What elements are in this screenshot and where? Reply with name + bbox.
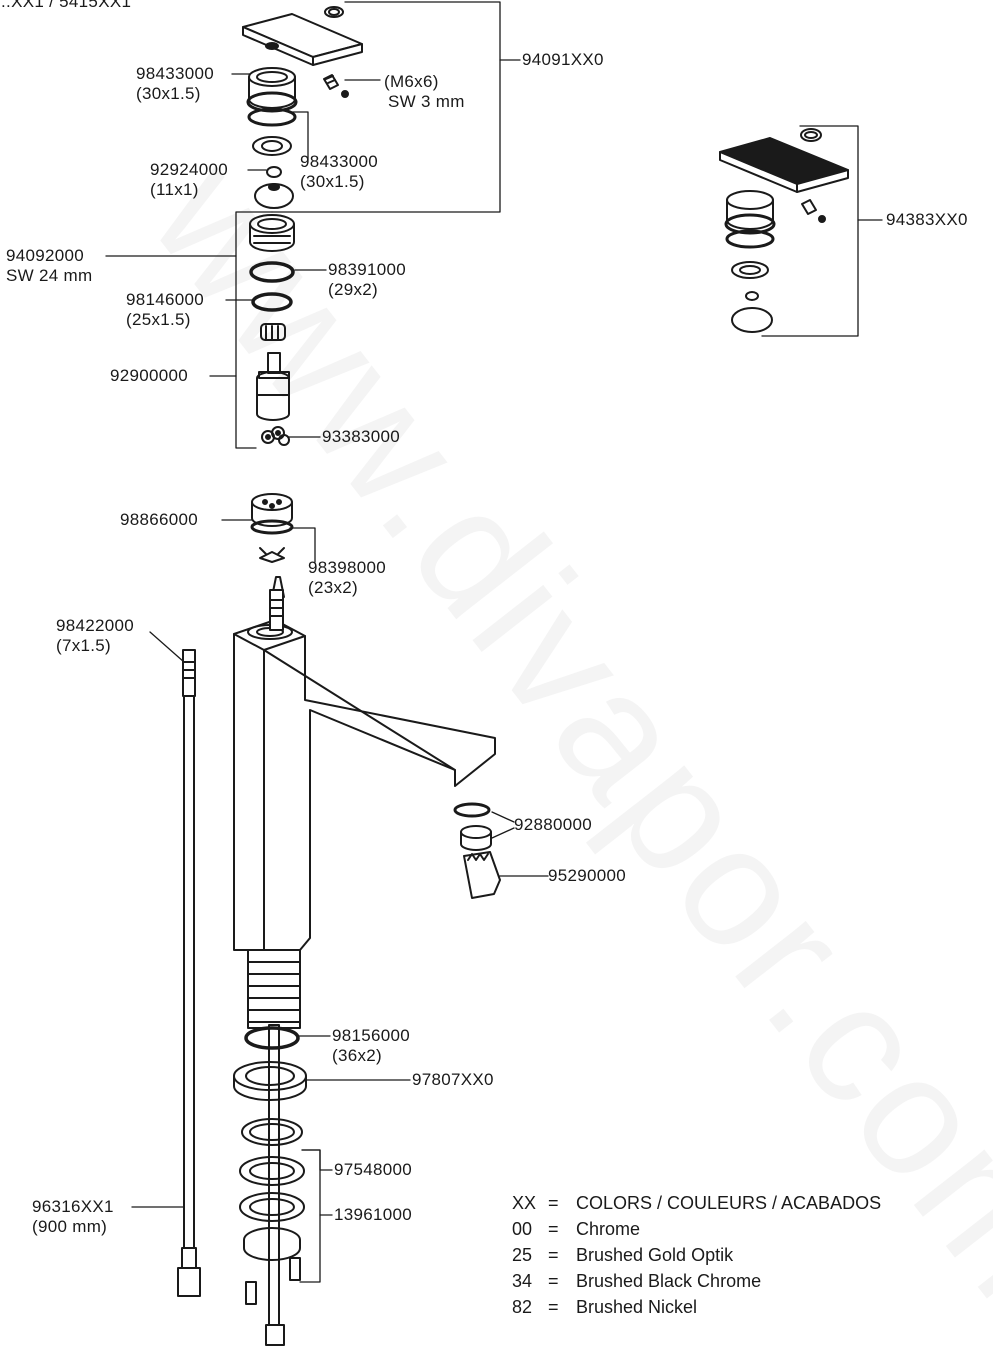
legend-row: 34 = Brushed Black Chrome	[512, 1268, 881, 1294]
leader-lines	[105, 1, 883, 1283]
label-98433-a: 98433000 (30x1.5)	[136, 64, 214, 104]
legend-text: Brushed Nickel	[576, 1297, 698, 1317]
label-98866: 98866000	[120, 510, 199, 529]
label-93383: 93383000	[322, 427, 401, 446]
part-spec: (30x1.5)	[136, 84, 201, 103]
label-98156: 98156000 (36x2)	[332, 1026, 410, 1066]
label-94383: 94383XX0	[886, 210, 968, 229]
legend-row: XX = COLORS / COULEURS / ACABADOS	[512, 1190, 881, 1216]
set-screw	[323, 74, 349, 98]
part-code: 98146000	[126, 290, 205, 309]
alt-handle-kit	[719, 128, 849, 333]
legend-eq: =	[548, 1193, 559, 1213]
legend-code: 00	[512, 1219, 533, 1239]
label-92880: 92880000	[514, 815, 593, 834]
color-legend: XX = COLORS / COULEURS / ACABADOS 00 = C…	[512, 1190, 881, 1320]
legend-row: 25 = Brushed Gold Optik	[512, 1242, 881, 1268]
supply-hose	[177, 649, 201, 1297]
legend-text: Brushed Black Chrome	[576, 1271, 762, 1291]
part-code: 98433000	[300, 152, 379, 171]
part-spec: (11x1)	[150, 180, 199, 199]
legend-code: 82	[512, 1297, 533, 1317]
label-97807: 97807XX0	[412, 1070, 494, 1089]
diverter-base	[250, 493, 294, 598]
label-96316: 96316XX1 (900 mm)	[32, 1197, 114, 1237]
label-95290: 95290000	[548, 866, 627, 885]
cartridge-nut	[249, 214, 295, 312]
label-98391: 98391000 (29x2)	[328, 260, 406, 300]
part-code: 96316XX1	[32, 1197, 114, 1216]
legend-code: 34	[512, 1271, 533, 1291]
part-code: 98433000	[136, 64, 215, 83]
label-98398: 98398000 (23x2)	[308, 558, 386, 598]
part-spec: SW 3 mm	[388, 92, 465, 111]
part-spec: (900 mm)	[32, 1217, 108, 1236]
mounting-hardware	[233, 1024, 307, 1346]
legend-code: XX	[512, 1193, 537, 1213]
cartridge-insert	[256, 323, 290, 446]
label-13961: 13961000	[334, 1205, 413, 1224]
legend-text: COLORS / COULEURS / ACABADOS	[576, 1193, 882, 1213]
faucet-body	[233, 589, 496, 951]
label-92924: 92924000 (11x1)	[150, 160, 228, 200]
aerator-parts	[453, 802, 501, 899]
part-spec: (29x2)	[328, 280, 378, 299]
legend-eq: =	[548, 1245, 559, 1265]
label-98146: 98146000 (25x1.5)	[126, 290, 204, 330]
legend-row: 00 = Chrome	[512, 1216, 881, 1242]
label-97548: 97548000	[334, 1160, 413, 1179]
part-spec: (36x2)	[332, 1046, 382, 1065]
part-code: 98391000	[328, 260, 407, 279]
part-spec: (30x1.5)	[300, 172, 365, 191]
part-code: 98156000	[332, 1026, 411, 1045]
label-92900: 92900000	[110, 366, 189, 385]
part-spec: (23x2)	[308, 578, 358, 597]
legend-text: Chrome	[576, 1219, 641, 1239]
legend-eq: =	[548, 1219, 559, 1239]
legend-code: 25	[512, 1245, 533, 1265]
header-fragment: ...XX1 / 5415XX1	[0, 0, 132, 11]
legend-row: 82 = Brushed Nickel	[512, 1294, 881, 1320]
label-94092: 94092000 SW 24 mm	[6, 246, 92, 286]
handle-lever	[242, 6, 363, 66]
label-m6-screw: (M6x6) SW 3 mm	[384, 72, 465, 112]
label-94091: 94091XX0	[522, 50, 604, 69]
handle-adapter-rings	[246, 67, 298, 209]
legend-eq: =	[548, 1271, 559, 1291]
part-spec: (7x1.5)	[56, 636, 112, 655]
threaded-shank	[247, 949, 301, 1029]
part-code: 98398000	[308, 558, 387, 577]
part-code: 94092000	[6, 246, 85, 265]
label-98422: 98422000 (7x1.5)	[56, 616, 134, 656]
part-code: (M6x6)	[384, 72, 439, 91]
part-code: 98422000	[56, 616, 135, 635]
part-spec: (25x1.5)	[126, 310, 191, 329]
label-98433-b: 98433000 (30x1.5)	[300, 152, 378, 192]
part-spec: SW 24 mm	[6, 266, 93, 285]
part-code: 92924000	[150, 160, 229, 179]
legend-eq: =	[548, 1297, 559, 1317]
legend-text: Brushed Gold Optik	[576, 1245, 734, 1265]
